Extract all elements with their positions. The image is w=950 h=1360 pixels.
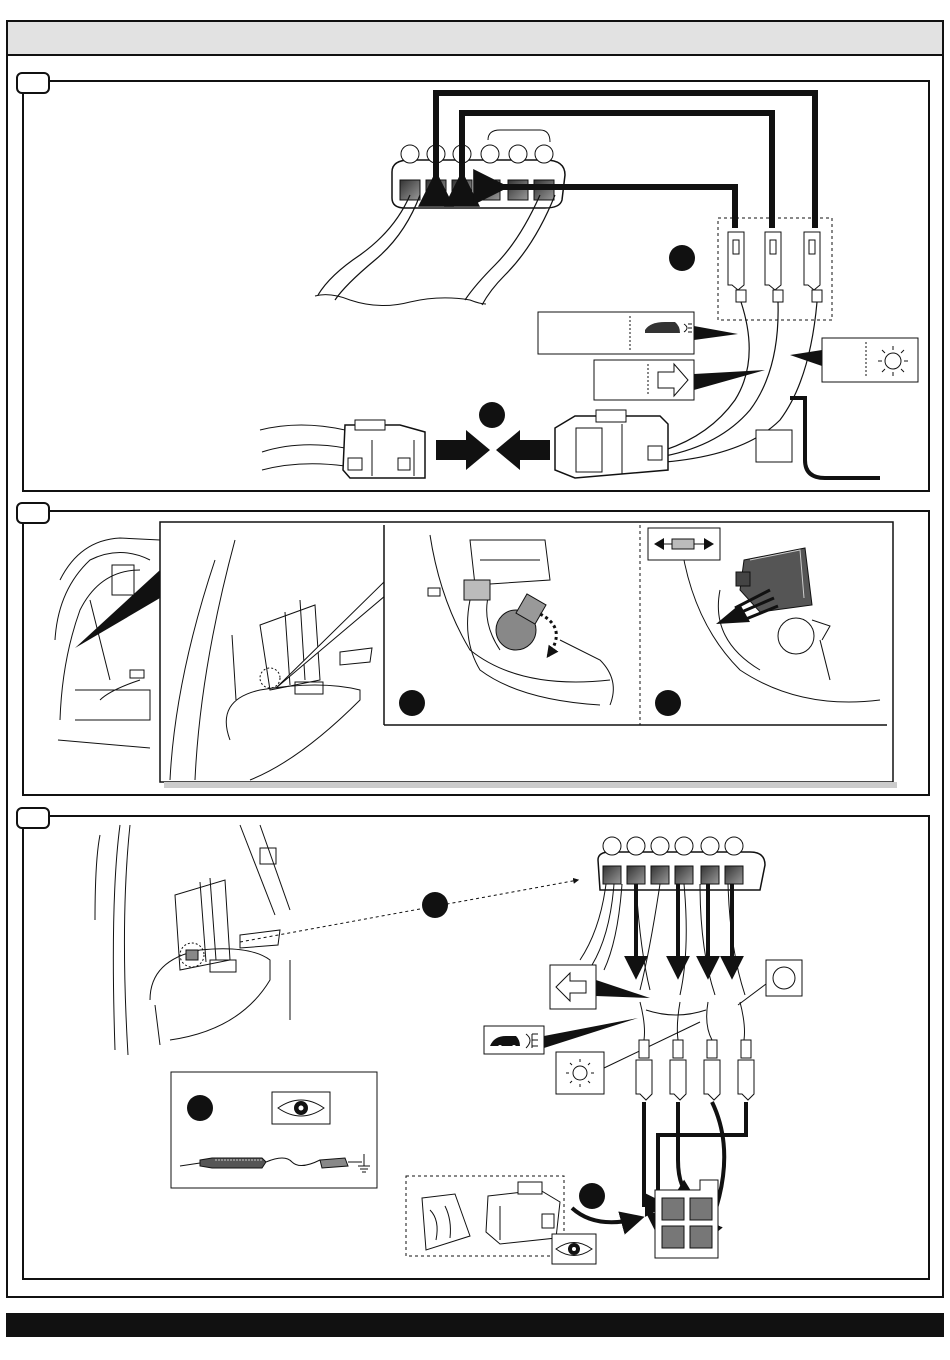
vehicle-plug xyxy=(260,420,425,478)
car-rear-view xyxy=(55,538,160,748)
step-marker-b xyxy=(479,402,505,428)
step-marker-f xyxy=(579,1183,605,1209)
lamp-connector-2 xyxy=(598,837,765,890)
terminal-group-1 xyxy=(728,232,822,302)
position-light-icon xyxy=(773,967,795,989)
step-marker-a xyxy=(669,245,695,271)
panel-3-drawing xyxy=(95,825,802,1264)
socket-housing xyxy=(655,1180,718,1258)
step-marker-d xyxy=(655,690,681,716)
double-arrow-release-icon xyxy=(654,538,714,550)
parts-bag-icon xyxy=(422,1194,470,1250)
harness-plug xyxy=(555,410,668,478)
step-marker-e xyxy=(422,892,448,918)
panel-1-drawing xyxy=(260,93,918,478)
panel-2-drawing xyxy=(55,522,897,788)
socket-part xyxy=(486,1182,560,1244)
step-marker-g xyxy=(187,1095,213,1121)
step-marker-c xyxy=(399,690,425,716)
terminal-group-2 xyxy=(636,1040,754,1100)
